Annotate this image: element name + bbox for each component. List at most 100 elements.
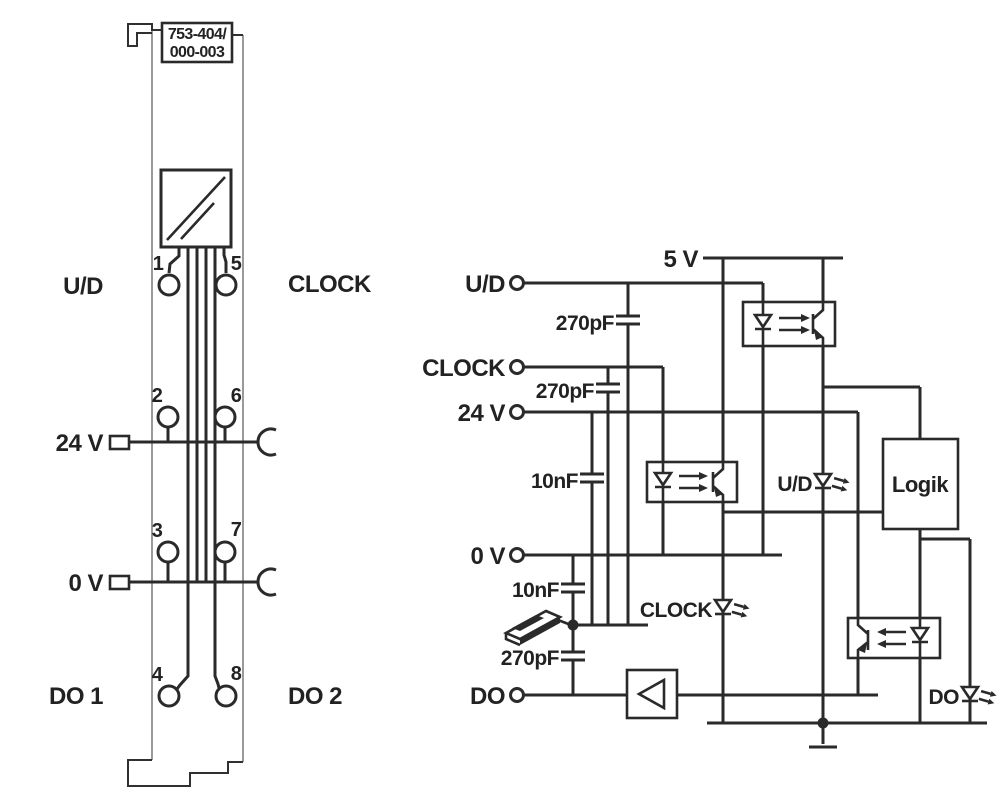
opto1-led-triangle bbox=[752, 313, 774, 330]
cap-ud: 270pF bbox=[556, 283, 640, 625]
cap-0v: 10nF bbox=[512, 555, 585, 620]
logic-block: Logik bbox=[881, 437, 960, 531]
terminal-6 bbox=[213, 405, 237, 429]
io-module: 753-404/ 000-003 bbox=[49, 21, 372, 787]
cap-ud-label: 270pF bbox=[556, 312, 615, 335]
module-terminals bbox=[156, 273, 238, 708]
opto1-led-bar bbox=[755, 327, 771, 346]
terminal-0v bbox=[509, 547, 525, 563]
led-clock-rays bbox=[731, 602, 750, 618]
module-label-24v: 24 V bbox=[56, 430, 104, 457]
net-opto-ud-branch bbox=[821, 258, 922, 723]
led-ud-triangle bbox=[812, 472, 834, 489]
opto2-arrowhead-2 bbox=[699, 484, 708, 492]
opto3-arrowhead-1 bbox=[877, 628, 886, 636]
terminal-ud bbox=[509, 275, 525, 291]
cap-ud-plates bbox=[616, 314, 640, 326]
do-driver-triangle-icon bbox=[636, 677, 666, 711]
led-do-ray-head-2 bbox=[987, 698, 995, 705]
pin-4: 4 bbox=[152, 664, 164, 686]
net-label-ud: U/D bbox=[465, 271, 505, 298]
din-rail-front bbox=[520, 617, 560, 645]
opto2-led-triangle bbox=[652, 471, 674, 488]
opto2-led-bar bbox=[655, 485, 671, 502]
module-label-do2: DO 2 bbox=[288, 683, 342, 710]
module-0v-rail bbox=[108, 562, 277, 597]
led-do-rays bbox=[978, 689, 997, 705]
terminal-4 bbox=[157, 684, 181, 708]
din-rail-slot bbox=[512, 615, 544, 631]
cap-24v: 10nF bbox=[531, 412, 604, 625]
net-24v bbox=[524, 410, 860, 695]
opto1-arrowhead-2 bbox=[801, 326, 810, 334]
net-label-0v: 0 V bbox=[470, 543, 505, 570]
ground-icon bbox=[809, 717, 837, 749]
cap-clock: 270pF bbox=[536, 367, 620, 625]
optocoupler-ud bbox=[741, 300, 837, 348]
wire-pin8 bbox=[213, 247, 221, 689]
optocoupler-do-body bbox=[846, 616, 942, 660]
opto3-arrows bbox=[886, 630, 906, 646]
bus-connector-diagonal-1 bbox=[166, 176, 226, 241]
pin-3: 3 bbox=[152, 520, 163, 542]
cap-0v-label: 10nF bbox=[512, 579, 560, 602]
opto2-arrowhead-1 bbox=[699, 472, 708, 480]
stems-24v bbox=[166, 427, 227, 442]
cap-do: 270pF bbox=[501, 630, 585, 695]
pin-6: 6 bbox=[231, 385, 242, 407]
terminal-5 bbox=[214, 273, 238, 297]
optocoupler-do bbox=[846, 616, 942, 660]
pin-8: 8 bbox=[231, 663, 242, 685]
pin-1: 1 bbox=[153, 253, 164, 275]
led-clock-ray-head-2 bbox=[740, 611, 748, 618]
stems-0v bbox=[166, 562, 227, 582]
optocoupler-clock bbox=[645, 460, 739, 504]
cap-clock-label: 270pF bbox=[536, 380, 595, 403]
bus-connector-diagonal-2 bbox=[180, 202, 215, 240]
led-do-ray-head-1 bbox=[989, 691, 997, 697]
terminal-1 bbox=[157, 273, 181, 297]
cap-clock-plates bbox=[596, 382, 620, 394]
module-din-foot bbox=[127, 759, 243, 787]
opto3-led-bar bbox=[912, 640, 928, 658]
led-label-do: DO bbox=[929, 686, 960, 709]
module-top-hook bbox=[127, 23, 153, 47]
feed-terminal-24v-icon bbox=[108, 434, 131, 451]
opto1-emitter-arrow bbox=[814, 330, 823, 340]
net-label-do: DO bbox=[470, 683, 505, 710]
opto3-led-triangle bbox=[909, 626, 931, 643]
net-label-24v: 24 V bbox=[458, 400, 506, 427]
led-clock-ray-head-1 bbox=[742, 604, 750, 610]
part-number-box bbox=[160, 21, 234, 64]
opto2-arrows bbox=[679, 474, 699, 490]
module-label-0v: 0 V bbox=[68, 570, 103, 597]
terminal-8 bbox=[214, 684, 238, 708]
led-label-ud: U/D bbox=[777, 473, 812, 496]
led-clock-ray-lines bbox=[731, 602, 745, 616]
module-label-clock: CLOCK bbox=[288, 271, 372, 298]
cap-0v-plates bbox=[561, 582, 585, 594]
module-label-ud: U/D bbox=[63, 273, 103, 300]
opto1-arrows bbox=[779, 316, 801, 332]
net-logic-out-branch bbox=[918, 529, 972, 723]
led-ud-ray-head-1 bbox=[842, 478, 850, 484]
module-internal-wires bbox=[167, 247, 228, 690]
module-24v-rail bbox=[108, 427, 277, 457]
terminal-24v bbox=[509, 404, 525, 420]
led-indicator-do: DO bbox=[929, 685, 997, 709]
schematic-terminals bbox=[509, 275, 525, 703]
din-rail-icon bbox=[503, 609, 572, 647]
pin-2: 2 bbox=[152, 385, 163, 407]
junction-dot-shield bbox=[567, 619, 579, 631]
wire-pin5 bbox=[222, 247, 228, 273]
din-rail-end bbox=[504, 633, 521, 647]
led-ud-rays bbox=[831, 476, 850, 492]
junction-dot-ground bbox=[817, 717, 829, 729]
pin-5: 5 bbox=[231, 253, 242, 275]
terminal-clock bbox=[509, 359, 525, 375]
schematic: 270pF 270pF 10nF 10nF 270pF bbox=[422, 246, 997, 749]
wire-pin1 bbox=[167, 247, 181, 274]
pin-7: 7 bbox=[231, 519, 242, 541]
opto1-arrowhead-1 bbox=[801, 314, 810, 322]
